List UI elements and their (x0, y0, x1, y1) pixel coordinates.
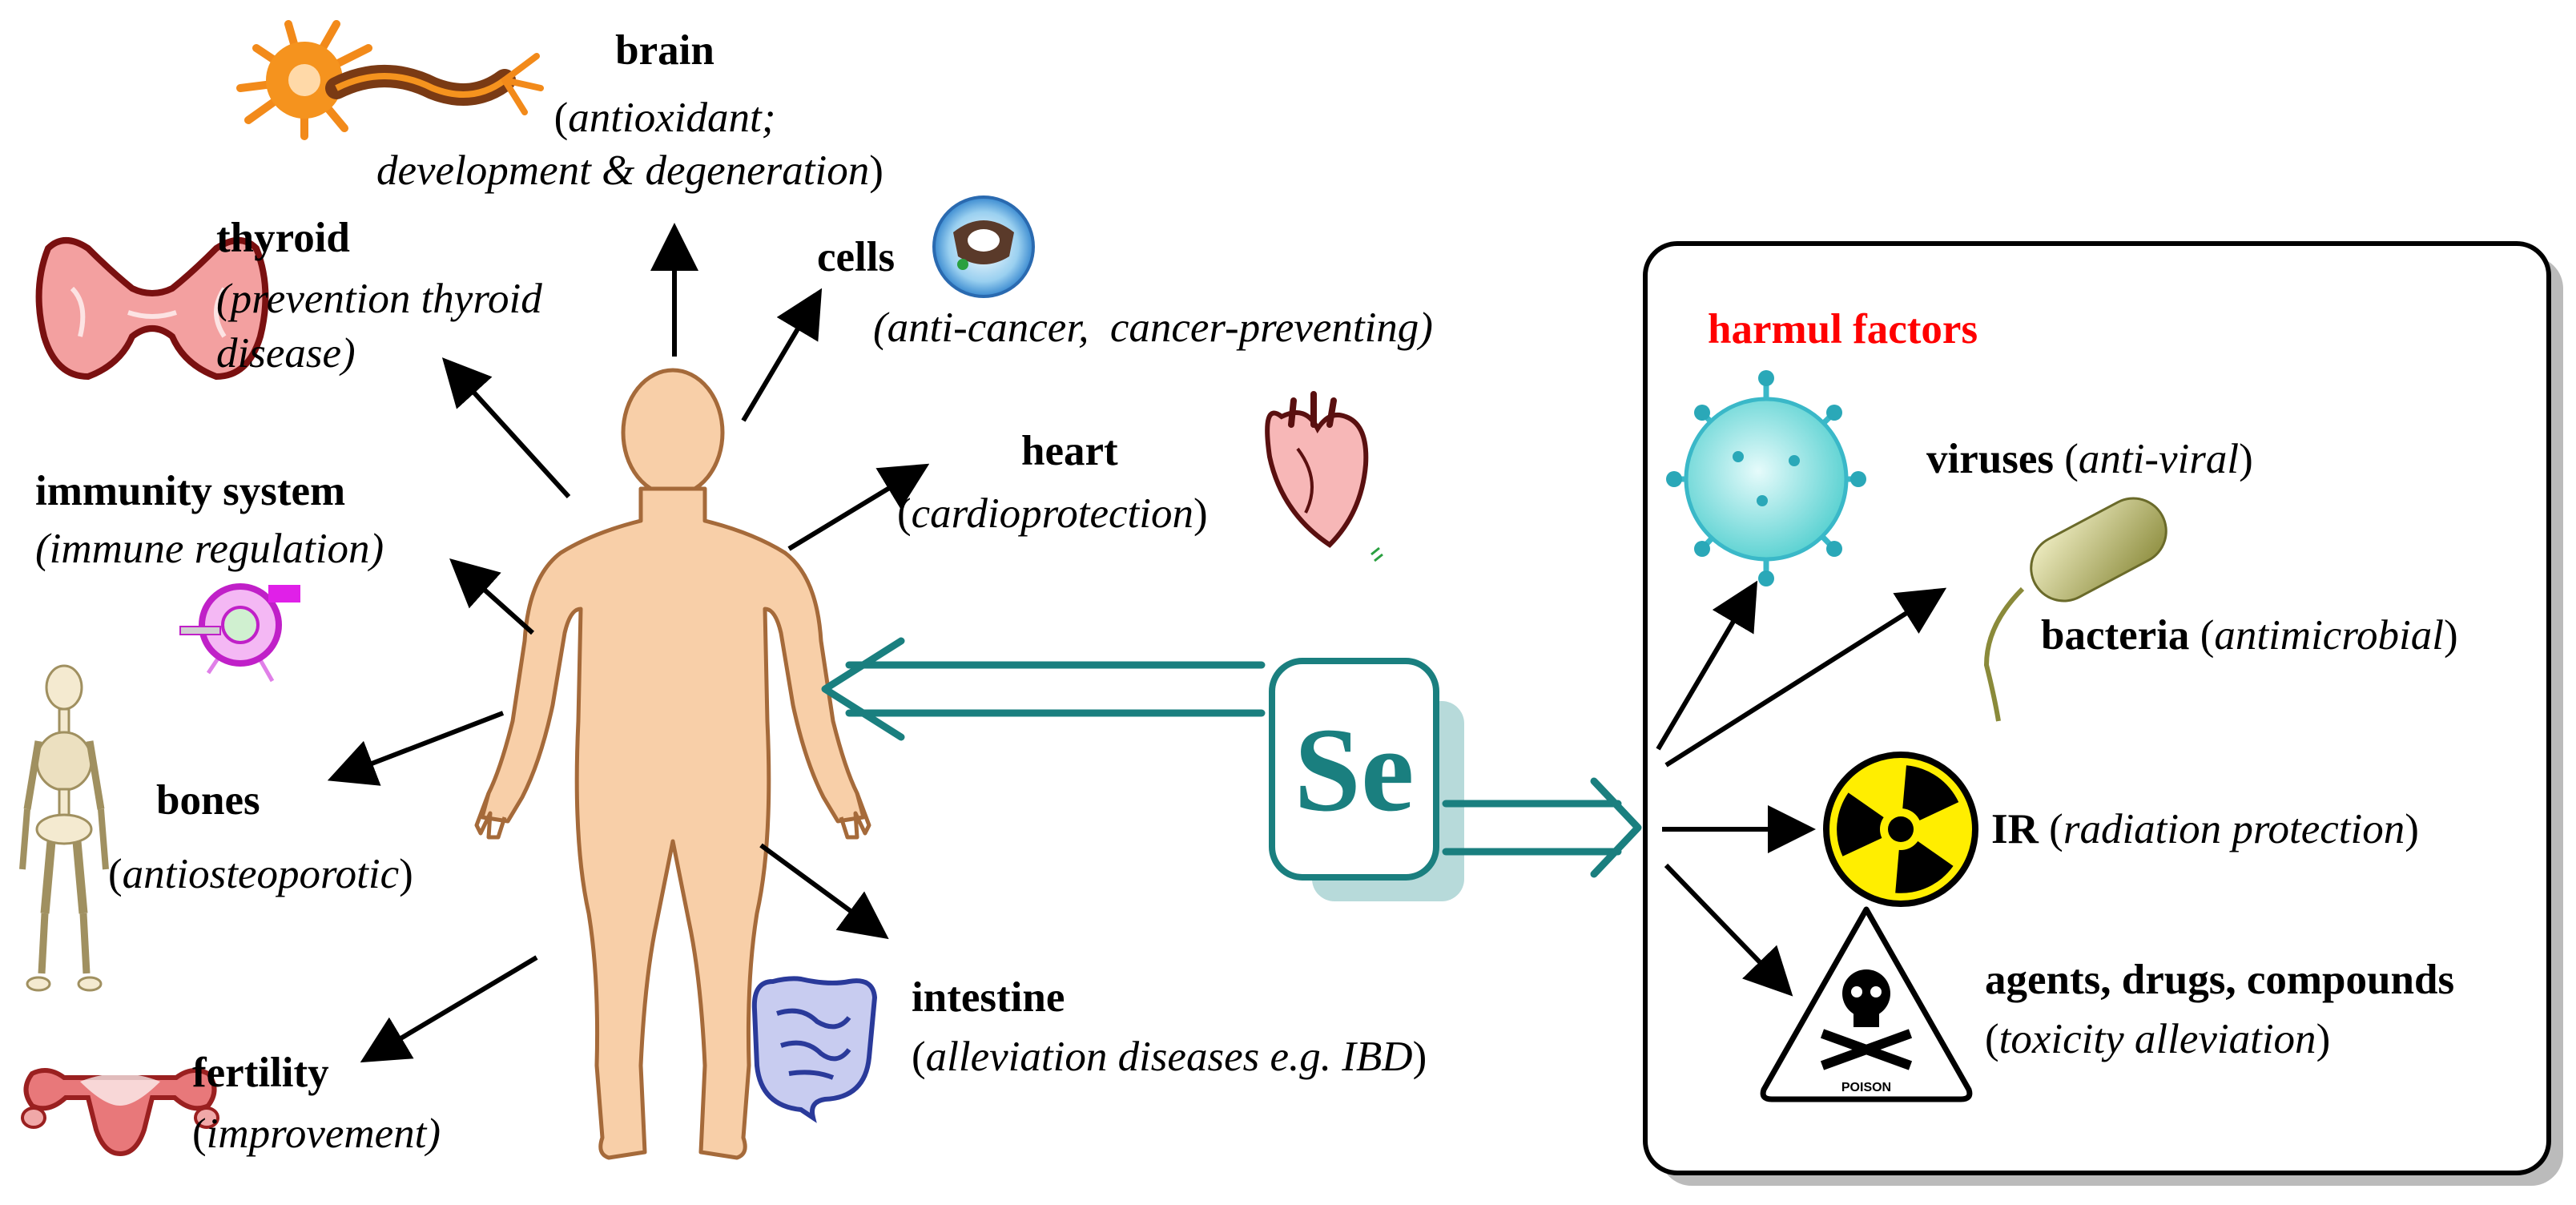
se-symbol: Se (1294, 703, 1415, 836)
heart-icon (1265, 391, 1369, 548)
cell-icon (932, 195, 1035, 298)
ir-desc: radiation protection (2063, 806, 2405, 852)
thyroid-desc-line1: (prevention thyroid (216, 276, 542, 322)
paren-close: ) (2443, 612, 2458, 659)
agents-label: agents, drugs, compounds (1985, 957, 2455, 1003)
se-element (1269, 658, 1464, 901)
harmful-arrows (1656, 580, 1947, 997)
bacteria-item: bacteria (antimicrobial) (2041, 609, 2458, 662)
bones-label: bones (156, 777, 260, 824)
paren-close: ) (1412, 1034, 1427, 1080)
poison-label: POISON (1841, 1081, 1891, 1094)
viruses-label: viruses (1926, 436, 2054, 482)
brain-desc-text2: development & degeneration (376, 147, 870, 194)
paren-close: ) (2316, 1016, 2331, 1062)
cells-label: cells (817, 234, 896, 280)
paren-open: ( (2189, 612, 2215, 659)
thyroid-icon (35, 237, 269, 381)
bacteria-desc: antimicrobial (2214, 612, 2444, 659)
paren-close: ) (2239, 436, 2253, 482)
viruses-item: viruses (anti-viral) (1926, 433, 2253, 486)
uterus-icon (21, 1068, 219, 1157)
radiation-icon (1823, 752, 1978, 907)
virus-icon (1666, 370, 1866, 586)
paren-close: ) (399, 851, 413, 897)
poison-icon: POISON (1760, 906, 1973, 1102)
human-body-icon (474, 368, 871, 1160)
brain-desc-text1: antioxidant; (568, 95, 776, 141)
thyroid-label: thyroid (216, 215, 350, 261)
viruses-desc: anti-viral (2078, 436, 2240, 482)
paren-open: ( (2054, 436, 2079, 482)
paren-close: ) (2405, 806, 2419, 852)
paren-open: ( (553, 95, 569, 141)
brain-desc-line1: (antioxidant; (513, 91, 817, 144)
body-arrows (327, 223, 930, 1063)
intestine-icon (751, 976, 878, 1123)
lymph-node-icon (179, 583, 300, 683)
bacteria-label: bacteria (2041, 612, 2190, 659)
intestine-label: intestine (912, 974, 1065, 1021)
thyroid-desc-line2: disease) (216, 330, 356, 377)
paren-close: ) (869, 147, 883, 194)
paren-open: ( (1985, 1016, 1999, 1062)
paren-open: ( (897, 490, 912, 537)
fertility-desc-text: improvement) (206, 1110, 441, 1157)
bones-desc: (antiosteoporotic) (108, 848, 413, 901)
ir-label: IR (1991, 806, 2039, 852)
brain-label: brain (615, 27, 714, 74)
intestine-desc-text: alleviation diseases e.g. IBD (925, 1034, 1413, 1080)
agents-desc: (toxicity alleviation) (1985, 1013, 2330, 1066)
paren-open: ( (2038, 806, 2063, 852)
se-arrows (821, 637, 1642, 878)
heart-desc: (cardioprotection) (897, 487, 1208, 540)
agents-desc-text: toxicity alleviation (1998, 1016, 2316, 1062)
bones-desc-text: antiosteoporotic (122, 851, 400, 897)
ir-item: IR (radiation protection) (1991, 803, 2419, 856)
fertility-desc: (improvement) (192, 1107, 441, 1160)
intestine-desc: (alleviation diseases e.g. IBD) (912, 1030, 1427, 1083)
heart-desc-text: cardioprotection (911, 490, 1193, 537)
heart-label: heart (1021, 428, 1118, 474)
paren-open: ( (108, 851, 123, 897)
immunity-label: immunity system (35, 468, 346, 514)
bacterium-icon (1983, 497, 2167, 722)
decorative-mark-icon (1371, 546, 1383, 562)
fertility-label: fertility (192, 1050, 329, 1096)
paren-open: ( (192, 1110, 207, 1157)
harmful-factors-title: harmul factors (1708, 306, 1978, 353)
paren-open: ( (912, 1034, 926, 1080)
immunity-desc: (immune regulation) (35, 526, 384, 572)
skeleton-icon (19, 664, 109, 992)
cells-desc: (anti-cancer, cancer-preventing) (873, 304, 1433, 351)
neuron-icon (236, 20, 544, 140)
brain-desc-line2: development & degeneration) (376, 144, 883, 197)
paren-close: ) (1193, 490, 1208, 537)
